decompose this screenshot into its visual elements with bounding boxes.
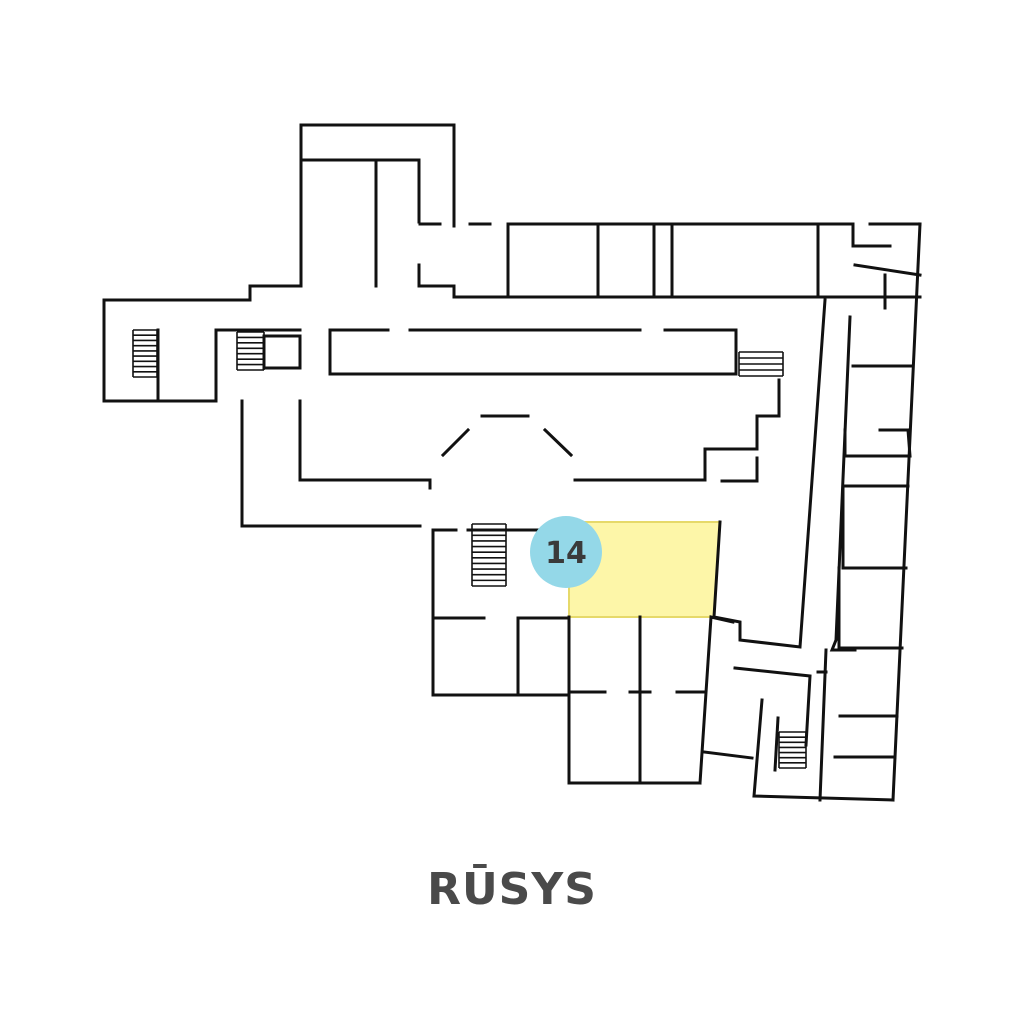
staircase-icon — [236, 331, 265, 371]
room-14-marker[interactable]: 14 — [530, 516, 602, 588]
room-number-label: 14 — [545, 536, 587, 571]
walls — [102, 123, 922, 802]
staircase-icon — [778, 731, 807, 769]
staircase-icon — [132, 329, 158, 378]
staircase-icon — [738, 351, 784, 377]
floor-title: RŪSYS — [427, 864, 597, 915]
staircase-icon — [471, 523, 507, 587]
